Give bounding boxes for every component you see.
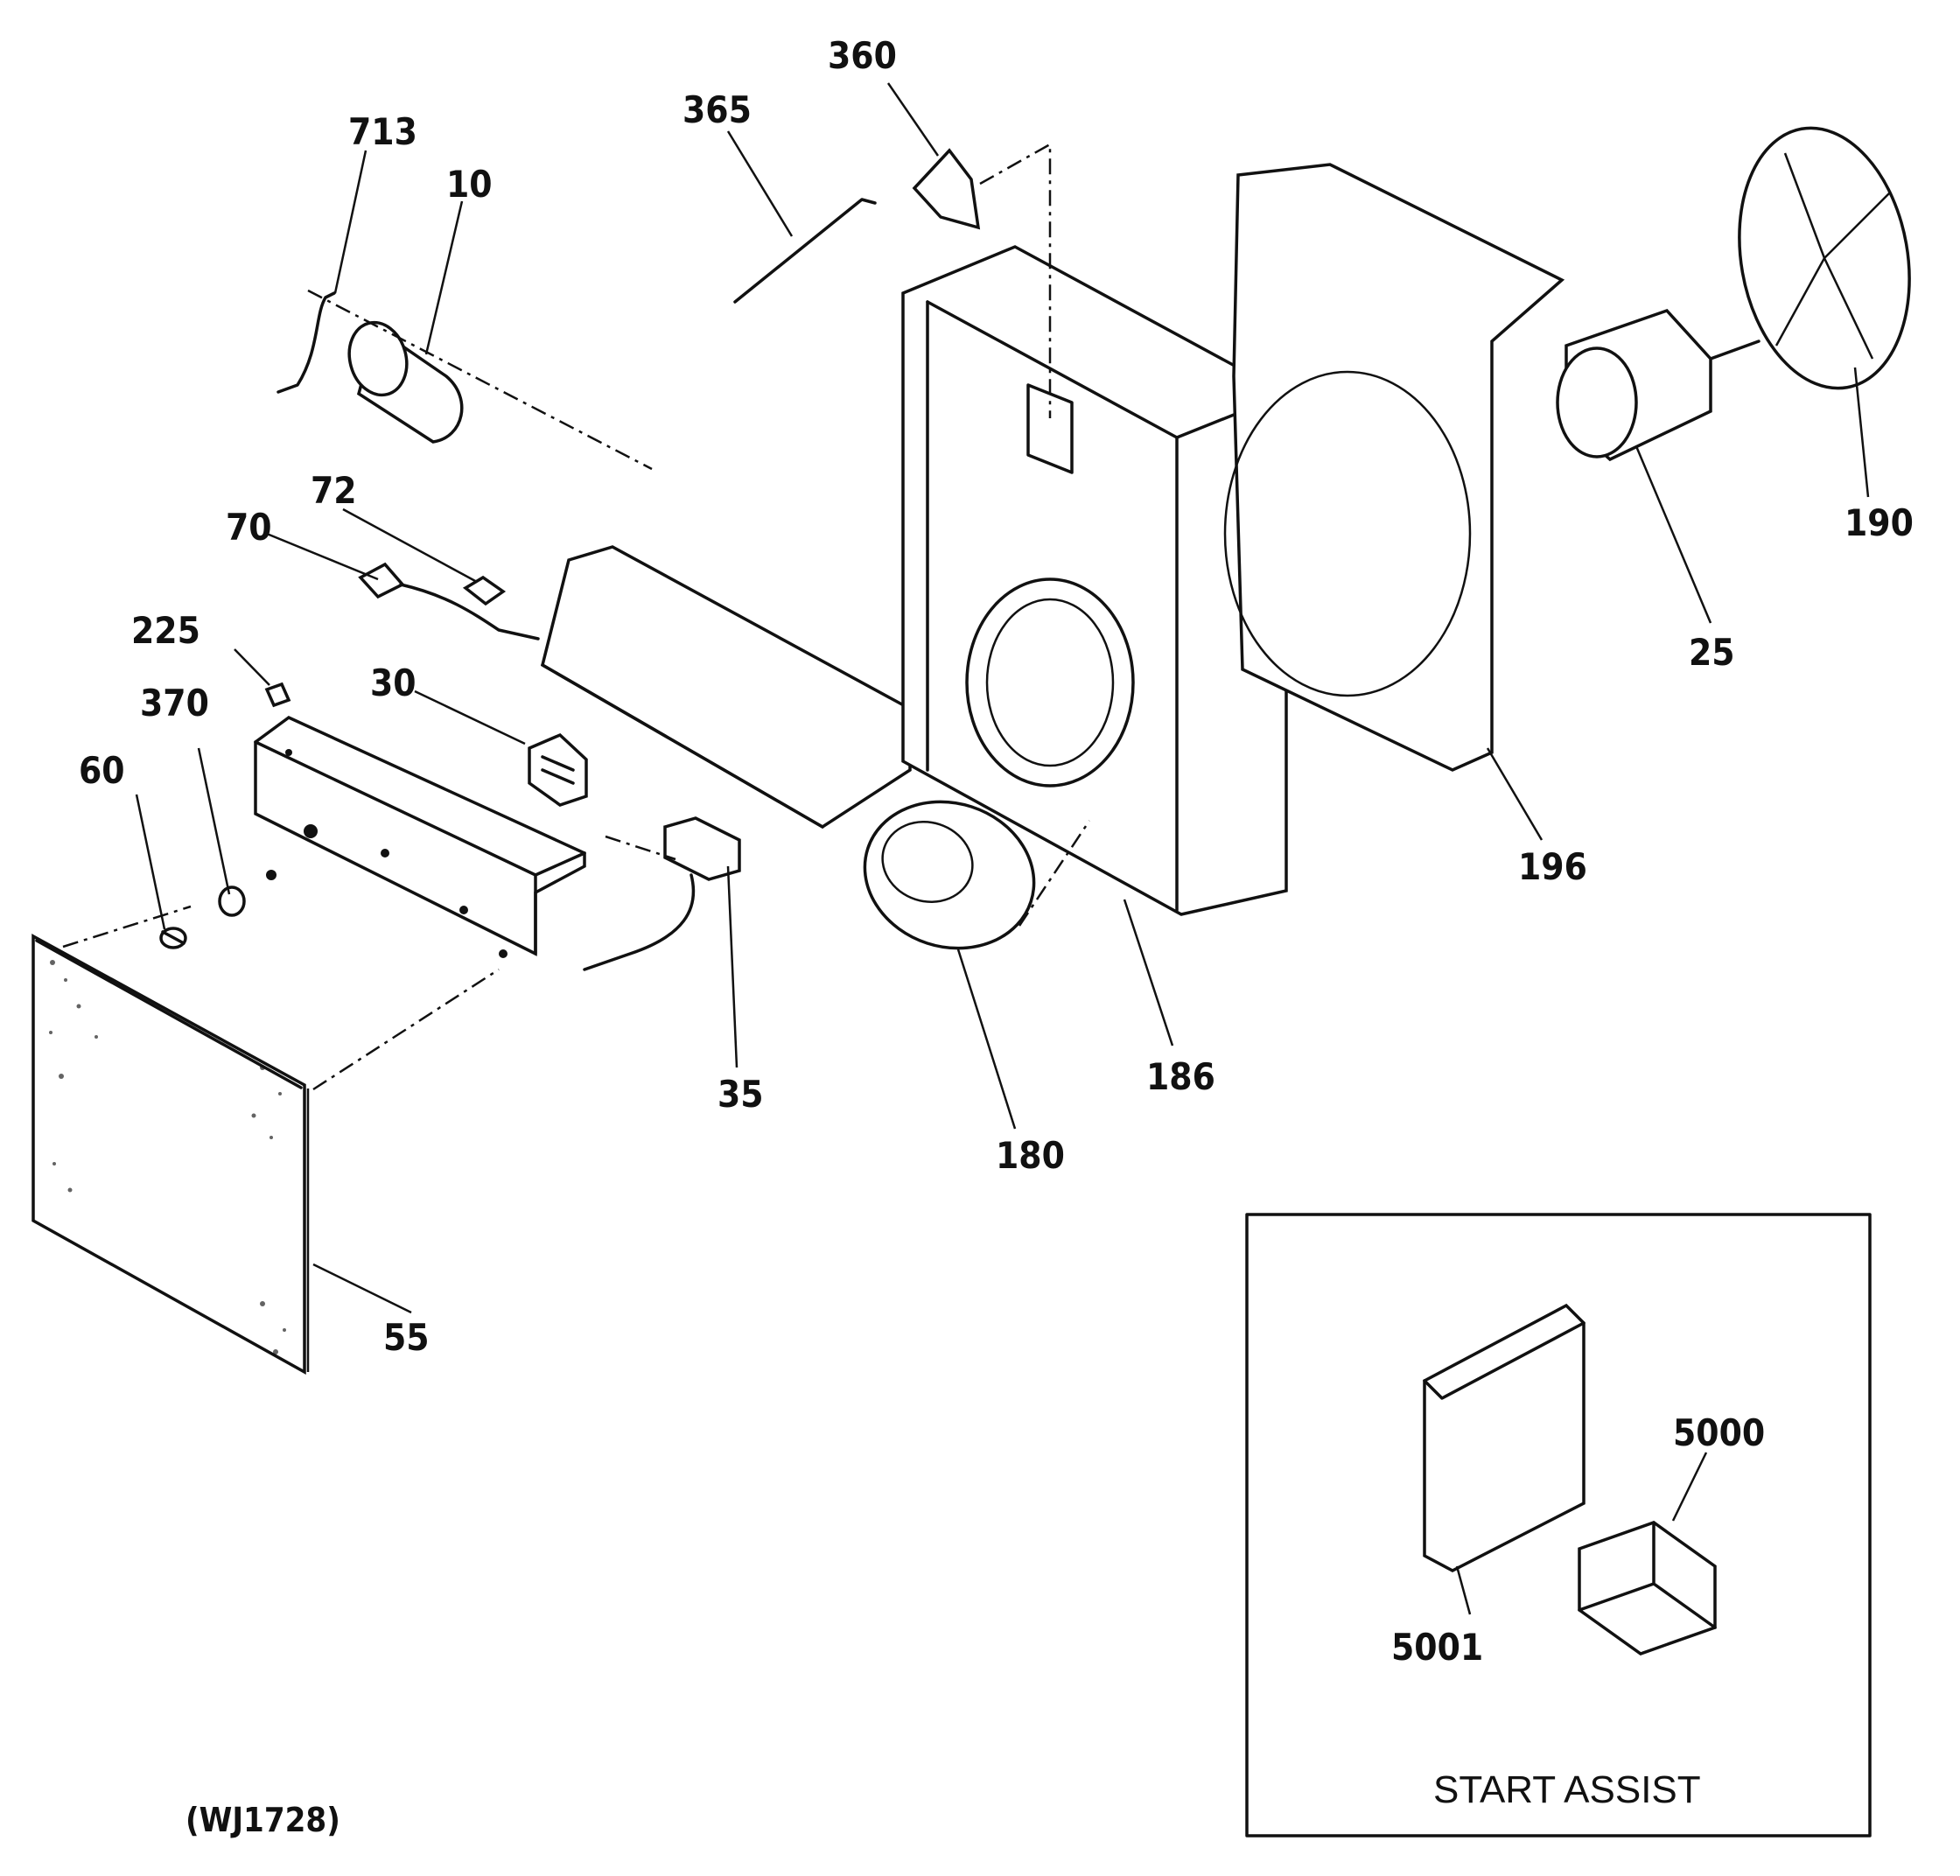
part-5000-relay (1578, 1521, 1717, 1656)
callout-713: 713 (348, 110, 417, 153)
part-365-rod (733, 198, 877, 304)
callout-10: 10 (446, 163, 493, 206)
callout-35: 35 (718, 1073, 764, 1116)
callout-60: 60 (79, 749, 125, 792)
callout-30: 30 (370, 662, 416, 704)
inset-caption: START ASSIST (1433, 1768, 1701, 1811)
control-bracket (254, 715, 586, 958)
callout-186: 186 (1146, 1055, 1215, 1098)
callout-5001: 5001 (1391, 1626, 1483, 1669)
part-5001-bracket (1423, 1303, 1586, 1572)
part-72-strain-relief (462, 575, 507, 606)
start-assist-inset: 5000 5001 START ASSIST (1245, 1213, 1872, 1838)
part-713-capacitor-strap (276, 291, 336, 394)
callout-25: 25 (1689, 631, 1735, 674)
part-196-shroud (1223, 163, 1565, 772)
callout-370: 370 (140, 682, 209, 724)
callout-180: 180 (996, 1134, 1065, 1177)
inset-frame (1245, 1213, 1872, 1838)
mounting-rail (540, 545, 912, 830)
callout-365: 365 (682, 88, 752, 131)
callout-72: 72 (311, 469, 357, 512)
leader-lines (135, 82, 1870, 1314)
part-360-bracket (912, 148, 981, 230)
callout-190: 190 (1844, 501, 1914, 544)
part-55-front-panel (32, 934, 310, 1375)
callout-70: 70 (226, 506, 272, 549)
callout-196: 196 (1518, 845, 1587, 888)
part-225-clip (264, 682, 291, 708)
part-35-thermostat (583, 816, 741, 971)
part-10-capacitor (347, 320, 464, 444)
part-70-power-cord (358, 562, 540, 640)
part-370-washer (218, 824, 318, 917)
callout-5000: 5000 (1673, 1411, 1765, 1454)
part-60-knob (159, 927, 187, 949)
part-25-fan-motor (1556, 308, 1760, 462)
part-186-blower-housing (901, 245, 1288, 916)
callout-225: 225 (131, 609, 200, 652)
part-190-fan-blade (1738, 126, 1911, 390)
callout-360: 360 (828, 34, 897, 77)
part-30-switch (528, 732, 588, 807)
part-180-blower-wheel (863, 800, 1036, 950)
assembly-lines (62, 142, 1091, 1091)
callout-55: 55 (383, 1316, 430, 1359)
callout-labels: 713 10 365 360 72 70 225 30 370 60 35 55… (79, 34, 1914, 1359)
drawing-id: (WJ1728) (186, 1801, 340, 1839)
